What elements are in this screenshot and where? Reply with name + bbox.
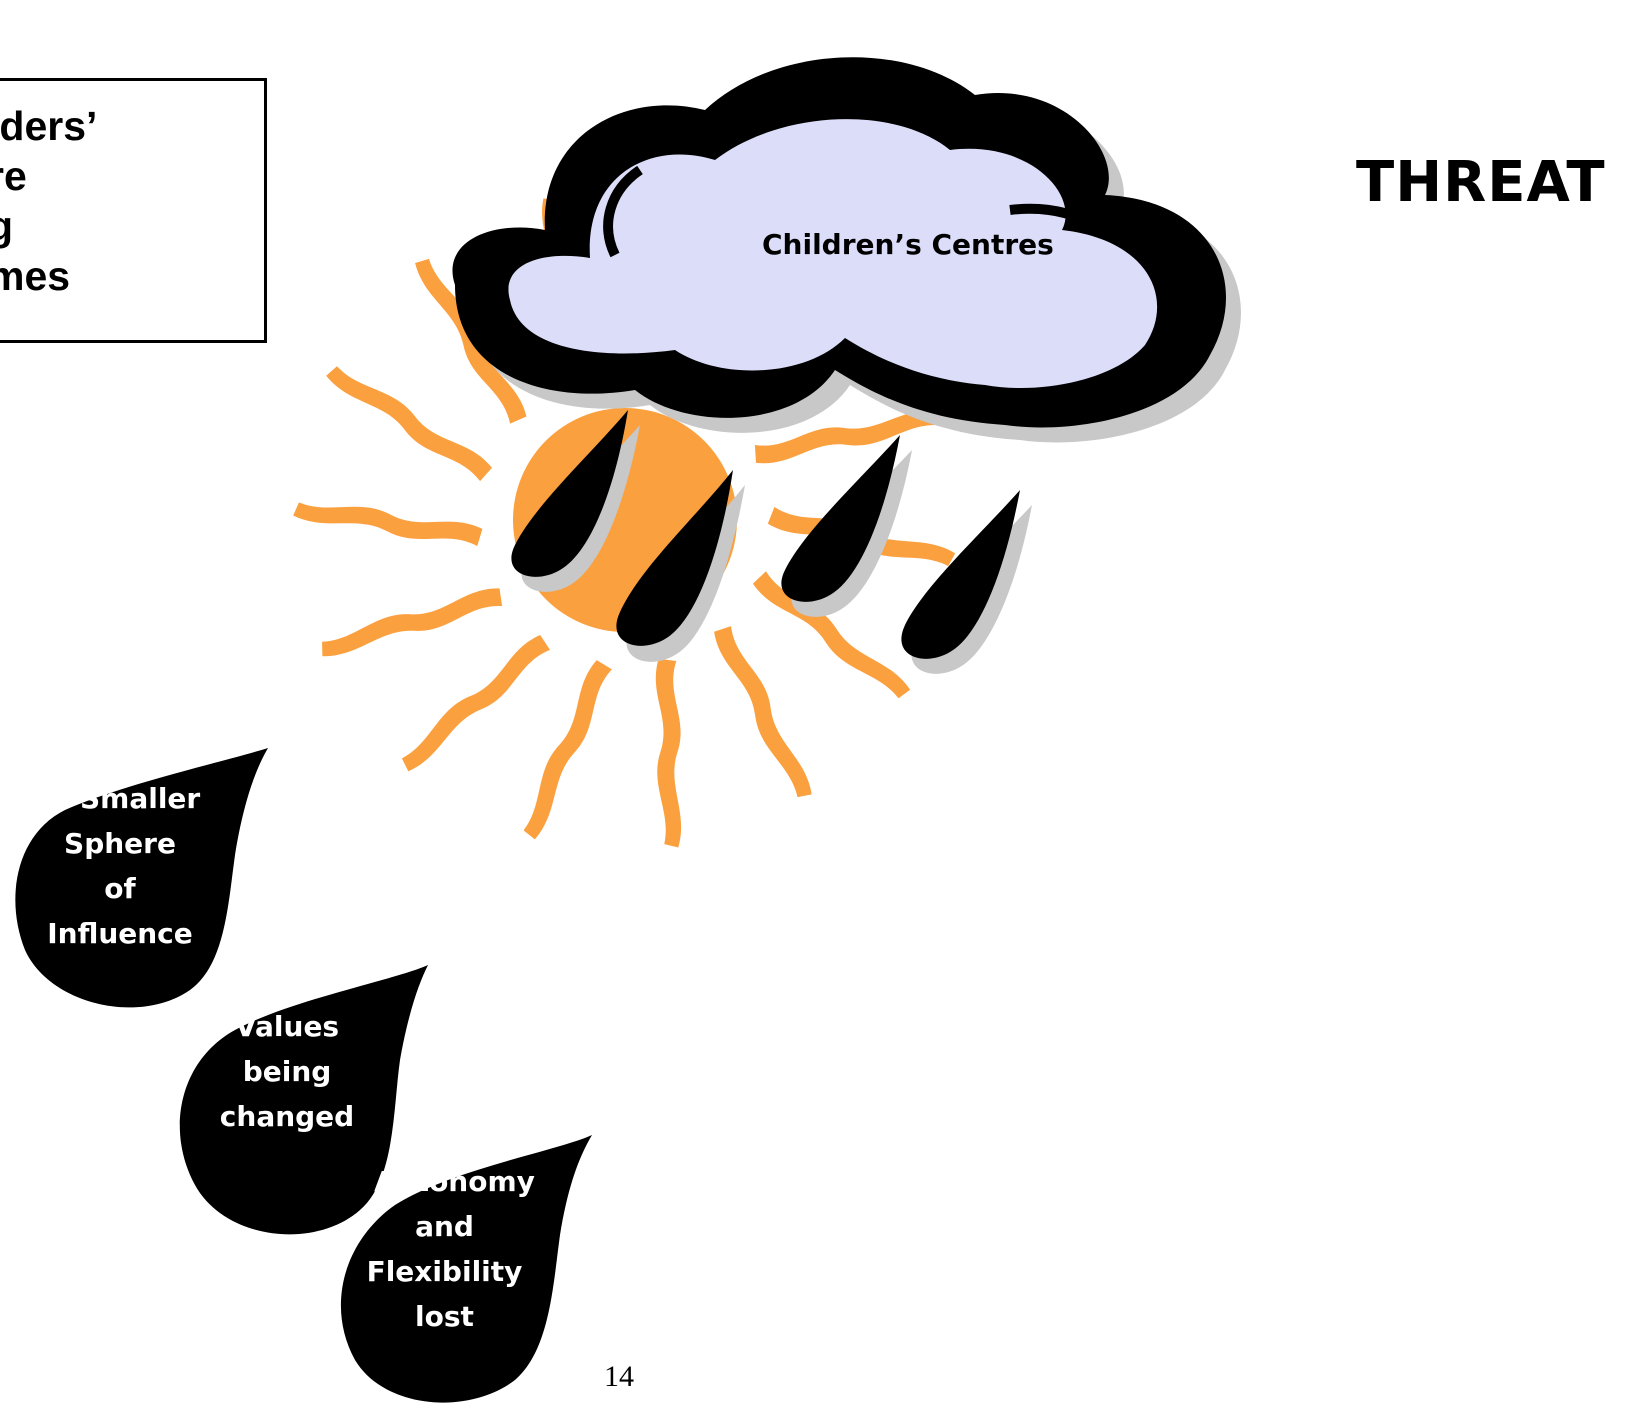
cloud-label: Children’s Centres <box>762 228 1054 261</box>
drop-label-values: Values being changed <box>212 1004 362 1139</box>
page-number: 14 <box>604 1360 634 1394</box>
textbox-line: olders’ <box>0 101 97 151</box>
textbox-line: omes <box>0 251 97 301</box>
stakeholders-textbox: olders’ ure ng omes <box>0 78 267 343</box>
drop-label-smaller-sphere: Smaller Sphere of Influence <box>40 776 200 956</box>
drop-label-autonomy: Autonomy and Flexibility lost <box>342 1159 547 1339</box>
raindrop-icon <box>901 490 1032 674</box>
threat-heading: THREAT <box>1356 150 1606 215</box>
textbox-line: ng <box>0 201 97 251</box>
textbox-line: ure <box>0 151 97 201</box>
